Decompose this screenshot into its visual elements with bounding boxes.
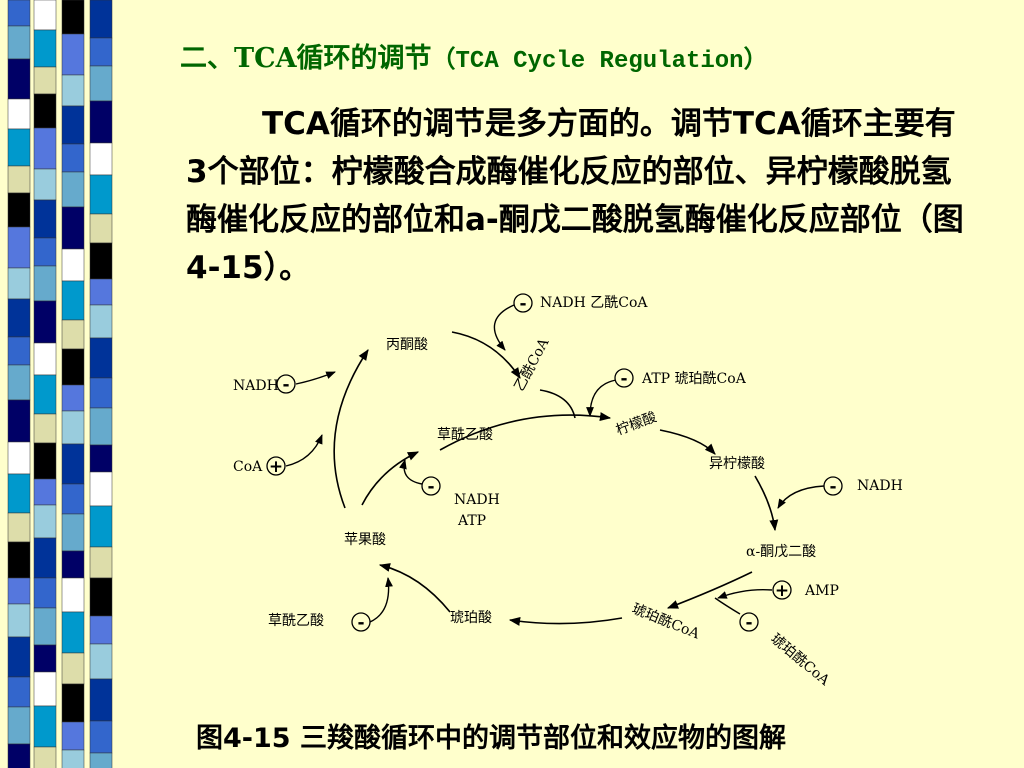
title-chinese: 二、TCA循环的调节: [180, 43, 432, 74]
effector-pdh-inhibitors: NADH 乙酰CoA: [540, 295, 648, 311]
node-isocitrate: 异柠檬酸: [709, 456, 765, 472]
arrow-pyruvate-to-acetylcoa: [451, 331, 521, 379]
inhibit-sign-pdh: [513, 293, 533, 313]
node-alpha-ketoglutarate: α-酮戊二酸: [746, 544, 816, 560]
sign-text: -: [829, 477, 836, 497]
sign-text: -: [745, 613, 752, 633]
inhibit-sign-cs: [614, 368, 634, 388]
effector-arrow-amp: [717, 588, 773, 599]
effector-arrow-idh: [777, 485, 825, 509]
figure-caption: 图4-15 三羧酸循环中的调节部位和效应物的图解: [196, 723, 786, 754]
sign-text: -: [620, 369, 627, 389]
activate-sign-coa-left: [266, 456, 286, 476]
slide-title: 二、TCA循环的调节（TCA Cycle Regulation）: [180, 36, 980, 75]
arrow-isocitrate-to-akg: [754, 475, 779, 532]
title-english: （TCA Cycle Regulation）: [431, 48, 768, 75]
sign-text: -: [427, 477, 434, 497]
effector-akgdh-inhibitor: 琥珀酰CoA: [767, 631, 833, 690]
activate-sign-amp: [772, 580, 792, 600]
arrow-acetylcoa-to-citrate: [539, 389, 576, 419]
inhibit-sign-nadh-left: [276, 374, 296, 394]
node-acetyl-coa: 乙酰CoA: [511, 335, 552, 394]
sign-text: -: [282, 375, 289, 395]
inhibit-sign-akgdh: [739, 612, 759, 632]
effector-arrow-oaa-bottom: [369, 577, 393, 623]
sign-text: +: [775, 581, 789, 601]
decorative-stripe-bar: [0, 0, 118, 768]
arrow-akg-to-succinylcoa: [666, 571, 753, 609]
node-citrate: 柠檬酸: [614, 409, 659, 438]
arrow-malate-to-oxaloacetate: [361, 451, 420, 506]
inhibit-sign-mdh: [421, 476, 441, 496]
effector-arrow-succinylcoa-inhibit: [714, 597, 741, 615]
effector-mdh-inhibitor-nadh: NADH: [454, 492, 500, 508]
effector-arrow-pdh: [493, 304, 515, 351]
effector-arrow-cs: [586, 379, 617, 417]
arrow-malate-to-pyruvate: [333, 349, 369, 509]
sign-text: -: [519, 294, 526, 314]
node-succinyl-coa: 琥珀酰CoA: [630, 601, 703, 643]
node-oxaloacetate-bottom: 草酰乙酸: [268, 613, 324, 629]
node-oxaloacetate-top: 草酰乙酸: [437, 427, 493, 443]
sign-text: -: [357, 613, 364, 633]
stripe-segment: [7, 743, 31, 768]
sign-text: +: [269, 457, 283, 477]
node-pyruvate: 丙酮酸: [386, 337, 428, 353]
effector-pc-inhibitor: NADH: [233, 378, 279, 394]
stripe-segment: [89, 752, 113, 768]
effector-arrow-mdh: [399, 459, 423, 485]
effector-pc-activator: CoA: [233, 459, 263, 475]
effector-arrow-coa-left: [285, 434, 323, 467]
arrow-succinylcoa-to-succinate: [508, 617, 623, 626]
arrow-citrate-to-isocitrate: [659, 429, 716, 455]
effector-idh-inhibitor: NADH: [857, 478, 903, 494]
node-malate: 苹果酸: [344, 532, 386, 548]
node-succinate: 琥珀酸: [450, 610, 492, 626]
inhibit-sign-oaa-bottom: [351, 612, 371, 632]
effector-arrow-nadh-left: [295, 371, 336, 385]
arrow-succinate-to-malate: [378, 563, 451, 613]
effector-akgdh-activator: AMP: [804, 583, 839, 599]
body-paragraph: TCA循环的调节是多方面的。调节TCA循环主要有3个部位：柠檬酸合成酶催化反应的…: [186, 106, 964, 286]
effector-mdh-inhibitor-atp: ATP: [457, 513, 486, 529]
stripe-segment: [33, 746, 57, 768]
effector-cs-inhibitors: ATP 琥珀酰CoA: [641, 371, 747, 387]
inhibit-sign-idh: [823, 476, 843, 496]
